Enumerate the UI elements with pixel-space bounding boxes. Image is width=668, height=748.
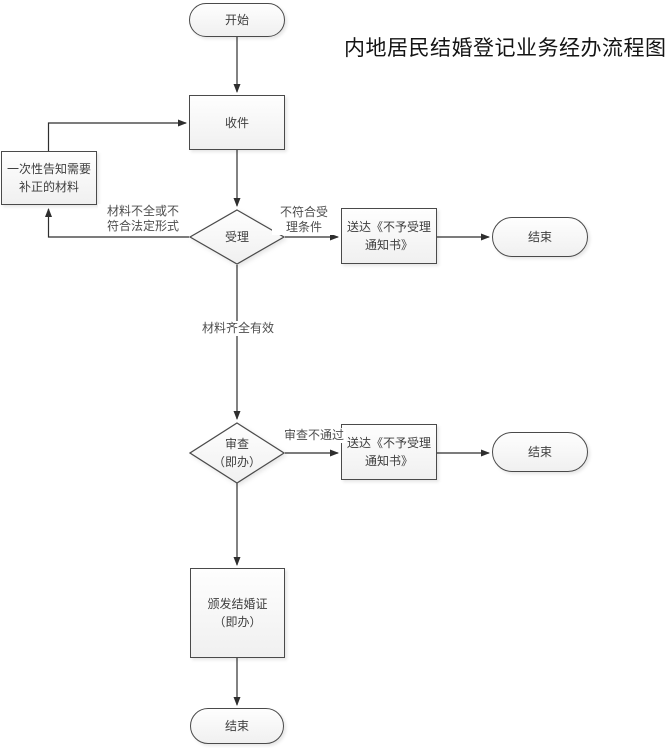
node-reject1-label: 送达《不予受理通知书》	[346, 220, 431, 252]
node-accept-decision: 受理	[189, 209, 285, 265]
node-receive-label: 收件	[224, 115, 249, 130]
node-end3-label: 结束	[224, 719, 249, 733]
node-end-3: 结束	[190, 708, 284, 744]
edge-notify-to-receive	[47, 119, 187, 151]
page-title: 内地居民结婚登记业务经办流程图	[344, 36, 667, 60]
node-notify-label: 一次性告知需要补正的材料	[6, 162, 91, 194]
node-issue-label: 颁发结婚证 （即办）	[207, 597, 268, 629]
edge-label-not-qualified: 不符合受 理条件	[272, 205, 336, 235]
node-start-label: 开始	[224, 13, 249, 27]
diamond-shape	[189, 209, 285, 265]
node-deliver-rejection-notice-1: 送达《不予受理通知书》	[341, 208, 437, 264]
diamond-shape	[189, 422, 285, 484]
node-review-decision: 审查 （即办）	[189, 422, 285, 484]
node-deliver-rejection-notice-2: 送达《不予受理通知书》	[341, 424, 437, 480]
node-review-label: 审查 （即办）	[212, 437, 261, 469]
edge-label-review-fail: 审查不通过	[282, 428, 346, 443]
edge-label-materials-valid: 材料齐全有效	[200, 321, 276, 336]
node-start: 开始	[189, 3, 285, 37]
edge-accept-to-notify	[45, 208, 189, 238]
node-notify-correction: 一次性告知需要补正的材料	[1, 151, 97, 205]
node-end1-label: 结束	[527, 230, 552, 244]
node-end2-label: 结束	[527, 445, 552, 459]
edge-label-incomplete-materials: 材料不全或不 符合法定形式	[98, 204, 188, 234]
node-end-2: 结束	[492, 432, 588, 472]
node-reject2-label: 送达《不予受理通知书》	[346, 436, 431, 468]
node-receive-documents: 收件	[189, 95, 285, 150]
node-issue-certificate: 颁发结婚证 （即办）	[190, 568, 285, 658]
node-accept-label: 受理	[224, 230, 249, 244]
node-end-1: 结束	[492, 217, 588, 257]
